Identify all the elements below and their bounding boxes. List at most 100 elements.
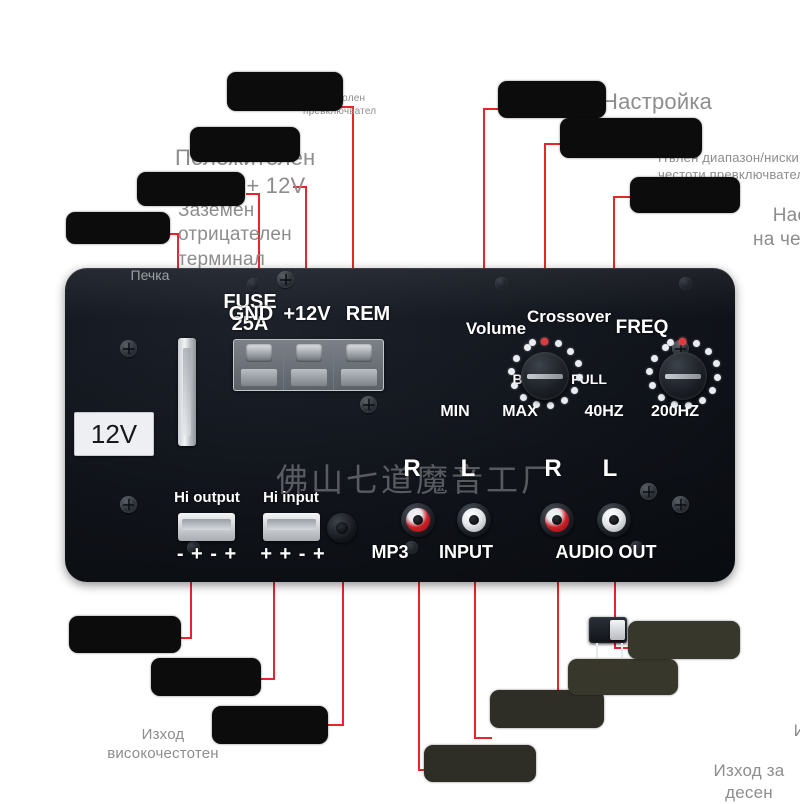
- hi-input-polarity: + + - +: [260, 543, 326, 565]
- input-rca-right[interactable]: [401, 503, 435, 537]
- hi-output-polarity: - + - +: [176, 543, 238, 565]
- crossover-label: Crossover: [526, 307, 612, 326]
- redaction-box-hi-input: [151, 658, 261, 696]
- freq-knob-body[interactable]: [659, 352, 707, 400]
- board-screw-top-left: [120, 340, 137, 357]
- terminal-screw-12v[interactable]: [295, 344, 322, 362]
- board-rivet-b3: [630, 541, 643, 554]
- mp3-label: MP3: [371, 542, 409, 562]
- redaction-box-audio-out-right: [568, 659, 678, 695]
- terminal-label-12v: +12V: [283, 303, 331, 325]
- audio-out-left-label: L: [602, 455, 618, 482]
- fuse-label: FUSE 25A: [223, 291, 277, 335]
- terminal-label-gnd: GND: [228, 303, 274, 325]
- redaction-box-ground-terminal: [137, 172, 245, 206]
- crossover-switch[interactable]: [589, 617, 627, 643]
- redaction-box-sound-setting: [498, 81, 606, 118]
- redaction-box-fullrange-bass: [560, 118, 702, 158]
- terminal-label-rem: REM: [345, 303, 391, 325]
- leader-line-input-r: [418, 520, 420, 770]
- power-terminal-block[interactable]: [233, 339, 384, 391]
- leader-line-out-l: [614, 520, 616, 648]
- leader-line-cross-h: [544, 143, 560, 145]
- volume-max-label: MAX: [502, 403, 538, 420]
- leader-line-gnd-h: [246, 193, 260, 195]
- leader-line-hi-out-h: [178, 637, 192, 639]
- board-screw-bottom-left: [120, 496, 137, 513]
- board-rivet-b2: [405, 541, 418, 554]
- leader-line-volume: [483, 108, 485, 344]
- crossover-tick-bass: [596, 643, 598, 658]
- terminal-cell-gnd[interactable]: [234, 340, 284, 390]
- volume-min-label: MIN: [440, 403, 470, 420]
- audio-out-label: AUDIO OUT: [555, 542, 657, 562]
- terminal-screw-gnd[interactable]: [245, 344, 272, 362]
- board-rivet-mid: [495, 277, 508, 290]
- terminal-plate-gnd: [240, 369, 277, 386]
- leader-line-freq-h: [613, 196, 630, 198]
- leader-line-input-l-h: [474, 737, 492, 739]
- audio-out-right-label: R: [544, 455, 562, 482]
- leader-line-crossover: [544, 143, 546, 359]
- redaction-box-hi-output: [69, 616, 181, 653]
- redaction-box-freq-setting: [630, 177, 740, 213]
- input-rca-left-hole: [469, 515, 479, 525]
- leader-line-out-l-h: [614, 647, 632, 649]
- terminal-cell-12v[interactable]: [284, 340, 334, 390]
- volume-label: Volume: [465, 319, 527, 338]
- crossover-switch-lever[interactable]: [610, 620, 625, 640]
- terminal-screw-rem[interactable]: [345, 344, 372, 362]
- board-rivet-b1: [187, 541, 200, 554]
- annotation-right-output: Изход за десен: [713, 761, 785, 802]
- voltage-sticker: 12V: [74, 412, 154, 456]
- input-right-label: R: [403, 455, 421, 482]
- leader-line-rem: [352, 106, 354, 358]
- volume-knob[interactable]: [507, 338, 583, 414]
- board-rivet-left: [247, 278, 260, 291]
- annotation-output-right-ch: Изход ка: [793, 721, 800, 740]
- amplifier-board: Печка FUSE 25A GND +12V REM Volume Cross…: [65, 267, 735, 658]
- input-left-label: L: [460, 455, 476, 482]
- freq-knob-indicator: [679, 338, 686, 345]
- terminal-plate-rem: [340, 369, 377, 386]
- mp3-aux-jack[interactable]: [327, 513, 357, 543]
- audio-out-rca-right-hole: [552, 515, 562, 525]
- hi-output-connector[interactable]: [178, 513, 235, 541]
- redaction-box-audio-out-left: [628, 621, 740, 659]
- hi-input-connector[interactable]: [263, 513, 320, 541]
- volume-knob-body[interactable]: [521, 352, 569, 400]
- hi-output-label: Hi output: [174, 489, 240, 506]
- redaction-box-oven: [66, 212, 170, 244]
- freq-label: FREQ: [615, 317, 669, 338]
- input-rca-right-hole: [413, 515, 423, 525]
- leader-line-rem-h: [340, 106, 354, 108]
- audio-out-rca-left[interactable]: [597, 503, 631, 537]
- fuse-holder[interactable]: [178, 338, 196, 446]
- terminal-cell-rem[interactable]: [334, 340, 383, 390]
- board-screw-rca-upper: [640, 483, 657, 500]
- leader-line-hi-in: [273, 520, 275, 679]
- annotation-ground-negative: Заземен отрицателен терминал: [178, 200, 292, 270]
- input-rca-left[interactable]: [457, 503, 491, 537]
- oven-label: Печка: [130, 267, 170, 283]
- annotation-hi-freq-output: Изход високочестотен: [107, 726, 219, 763]
- leader-line-12v-h: [293, 186, 307, 188]
- redaction-box-positive-12v: [190, 127, 300, 162]
- freq-knob[interactable]: [645, 338, 721, 414]
- leader-line-mp3-h: [325, 724, 344, 726]
- board-screw-bottom-right: [672, 496, 689, 513]
- crossover-tick-full: [621, 643, 623, 658]
- redaction-box-input-left: [490, 690, 604, 728]
- terminal-plate-12v: [290, 369, 327, 386]
- leader-line-fuse-h: [167, 233, 179, 235]
- leader-line-hi-in-h: [260, 678, 275, 680]
- leader-line-input-l: [474, 520, 476, 738]
- leader-line-volume-h: [483, 108, 498, 110]
- freq-min-label: 40HZ: [584, 403, 624, 420]
- audio-out-rca-right[interactable]: [540, 503, 574, 537]
- audio-out-rca-left-hole: [609, 515, 619, 525]
- board-rivet-right: [679, 277, 692, 290]
- redaction-box-control-switch: [227, 72, 343, 111]
- redaction-box-input-right: [424, 745, 536, 782]
